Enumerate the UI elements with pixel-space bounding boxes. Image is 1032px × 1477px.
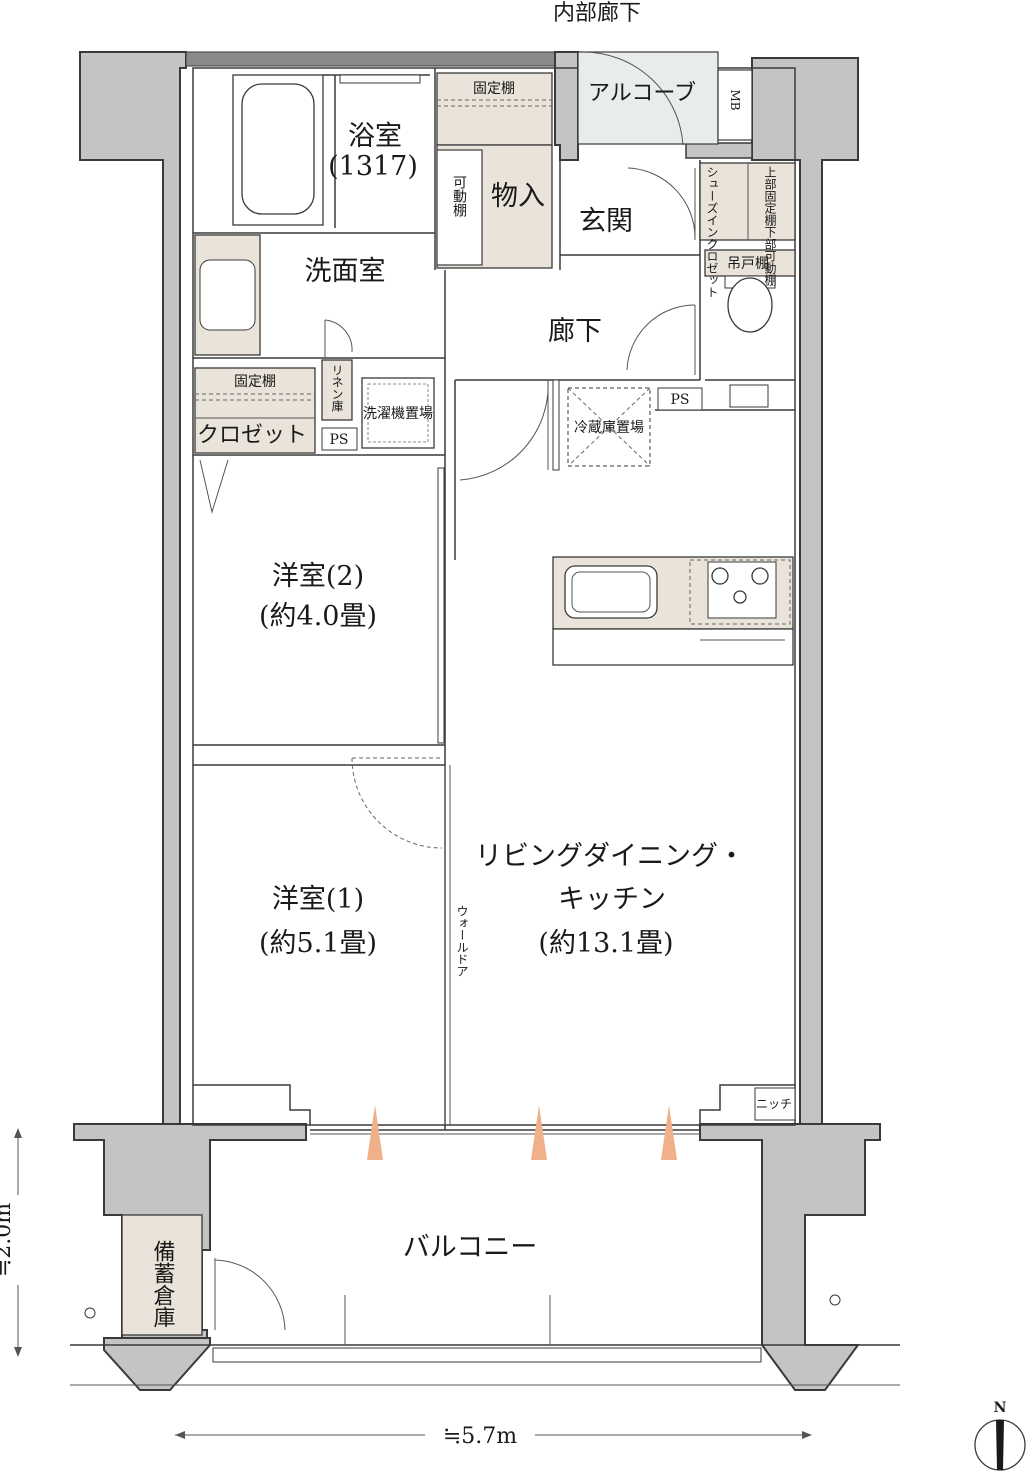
laundry-label: 洗濯機置場 (363, 406, 433, 422)
movable-shelf (436, 149, 483, 266)
alcove-door-swing (582, 51, 684, 146)
sink-icon (564, 565, 658, 619)
balcony (70, 1295, 900, 1386)
shelf-note-label: 上部固定棚下部可動棚 (763, 166, 777, 287)
western2-size: (約4.0畳) (259, 601, 377, 632)
compass-north-label: N (994, 1400, 1007, 1416)
closet-label: クロゼット (197, 423, 307, 448)
fixed-shelf-top (436, 72, 553, 146)
walldoor-label: ウォールドア (455, 905, 469, 977)
bathtub-icon (232, 74, 324, 226)
hanging-shelf (704, 249, 796, 277)
fixed-shelf-top-label: 固定棚 (473, 81, 515, 97)
ldk-size: (約13.1畳) (538, 928, 673, 959)
emergency-storage (121, 1214, 203, 1336)
bath-size: (1317) (328, 151, 418, 182)
alcove-area (577, 51, 719, 145)
mb-box (717, 69, 753, 141)
depth-dimension: ≒2.0m (0, 1203, 16, 1277)
western2-label: 洋室(2) (272, 561, 364, 592)
niche-label: ニッチ (756, 1097, 792, 1111)
closet-shelf (194, 367, 316, 454)
ps-label-1: PS (329, 432, 348, 448)
mb-label: MB (728, 89, 742, 110)
hanging-shelf-label: 吊戸棚 (727, 256, 769, 272)
linen-storage (321, 359, 353, 421)
airflow-arrows (367, 1105, 677, 1160)
fixed-shelf-left-label: 固定棚 (234, 374, 276, 390)
bath-label: 浴室 (348, 121, 402, 152)
linen-label: リネン庫 (330, 364, 344, 413)
alcove-label: アルコーブ (588, 81, 696, 106)
ldk-label-1: リビングダイニング・ (475, 841, 745, 872)
entrance-label: 玄関 (579, 206, 633, 237)
western1-size: (約5.1畳) (259, 928, 377, 959)
partitions (192, 67, 796, 1130)
corridor-label: 内部廊下 (553, 1, 641, 26)
hallway-label: 廊下 (548, 316, 602, 347)
toilet-icon (724, 275, 776, 333)
western1-label: 洋室(1) (272, 884, 364, 915)
storage-label: 物入 (491, 181, 545, 212)
fridge-label: 冷蔵庫置場 (574, 419, 644, 436)
shoe-closet-label: シューズインクロゼット (705, 166, 719, 298)
compass-icon (974, 1419, 1026, 1471)
washroom-label: 洗面室 (305, 256, 386, 287)
fridge-space (567, 387, 651, 467)
width-dimension: ≒5.7m (443, 1424, 517, 1449)
ldk-label-2: キッチン (558, 884, 666, 915)
laundry-pan (361, 377, 435, 449)
dimension-lines (14, 1128, 812, 1439)
stove-icon (689, 559, 791, 625)
emergency-storage-label: 備蓄倉庫 (150, 1240, 176, 1328)
balcony-label: バルコニー (403, 1232, 537, 1263)
ps-label-2: PS (670, 392, 689, 408)
movable-shelf-label: 可動棚 (451, 175, 467, 217)
